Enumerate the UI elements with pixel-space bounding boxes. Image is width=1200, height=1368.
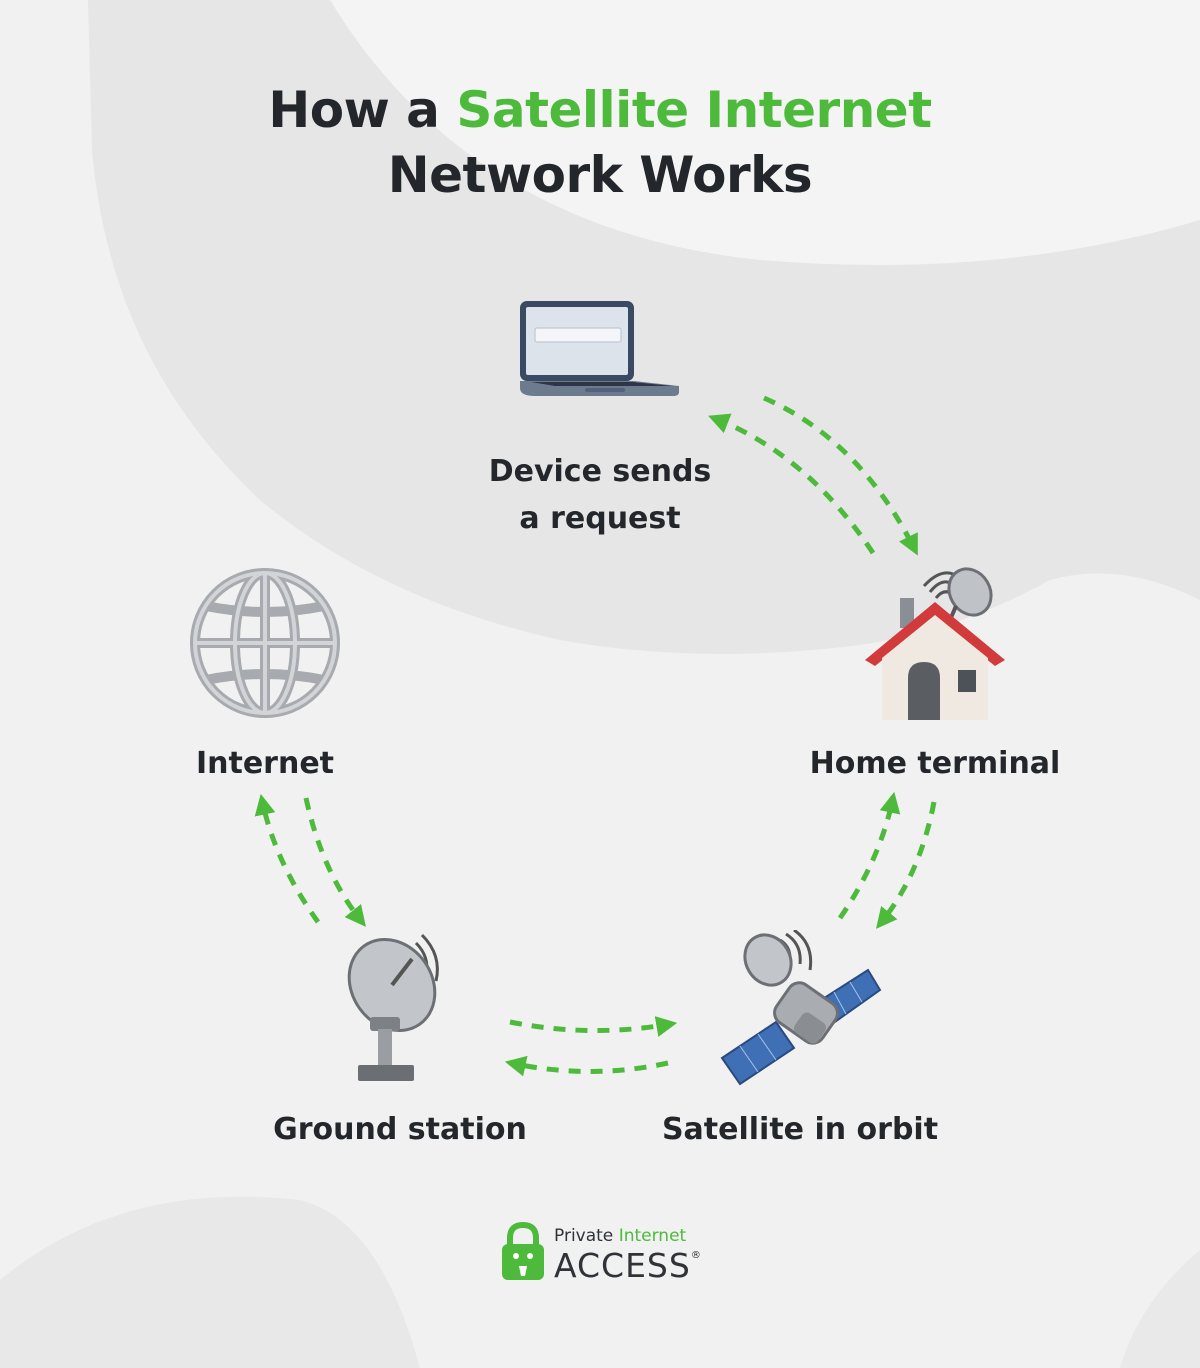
flow-ground-to-satellite (509, 1016, 678, 1037)
ground-label: Ground station (273, 1112, 527, 1147)
device-label: Device sends a request (440, 448, 760, 542)
device-label-line2: a request (519, 501, 681, 536)
satellite-dish-antenna-icon (347, 933, 439, 1081)
flow-home-to-satellite (876, 801, 937, 929)
globe-icon (190, 568, 340, 718)
logo-private: Private (554, 1226, 614, 1246)
device-label-line1: Device sends (488, 454, 712, 489)
flow-internet-to-ground (303, 797, 366, 927)
house-with-satellite-dish-icon (865, 567, 1005, 720)
flow-home-to-device (708, 413, 876, 555)
page-title: How a Satellite Internet Network Works (0, 78, 1200, 208)
satellite-icon (720, 930, 882, 1086)
logo-line1: Private Internet (554, 1226, 686, 1246)
flow-satellite-to-home (837, 791, 901, 920)
satellite-label: Satellite in orbit (661, 1112, 939, 1147)
registered-mark: ® (690, 1250, 702, 1261)
logo-access: ACCESS (554, 1246, 691, 1285)
laptop-icon (520, 301, 679, 396)
logo-line2: ACCESS® (554, 1246, 702, 1285)
logo-internet: Internet (618, 1226, 687, 1246)
lock-icon (502, 1222, 544, 1280)
pia-logo: Private Internet ACCESS® (500, 1222, 720, 1288)
flow-device-to-home (762, 395, 918, 556)
flow-ground-to-internet (254, 793, 321, 924)
internet-label: Internet (195, 746, 335, 781)
title-line2: Network Works (387, 146, 813, 204)
title-accent: Satellite Internet (456, 81, 932, 139)
flow-satellite-to-ground (504, 1055, 669, 1077)
title-prefix: How a (268, 81, 440, 139)
home-label: Home terminal (809, 746, 1061, 781)
